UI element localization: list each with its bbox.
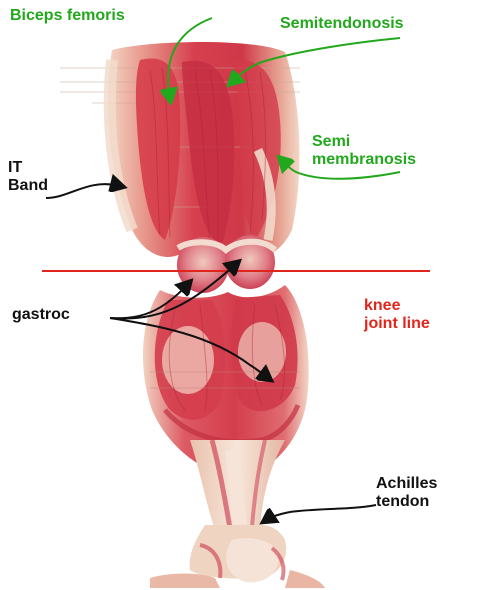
label-tendon: tendon — [376, 492, 429, 511]
label-membranosis: membranosis — [312, 150, 416, 169]
label-biceps-femoris: Biceps femoris — [10, 6, 125, 25]
label-achilles: Achilles — [376, 474, 437, 493]
label-knee: knee — [364, 296, 400, 315]
label-semitendonosis: Semitendonosis — [280, 14, 404, 33]
label-semi: Semi — [312, 132, 350, 151]
it-band-arrow — [46, 184, 120, 198]
heel — [226, 538, 278, 582]
label-band: Band — [8, 176, 48, 195]
achilles-tendon — [232, 450, 240, 530]
label-it: IT — [8, 158, 22, 177]
achilles-arrow — [266, 505, 376, 520]
label-joint-line: joint line — [364, 314, 430, 333]
label-gastroc: gastroc — [12, 305, 70, 324]
